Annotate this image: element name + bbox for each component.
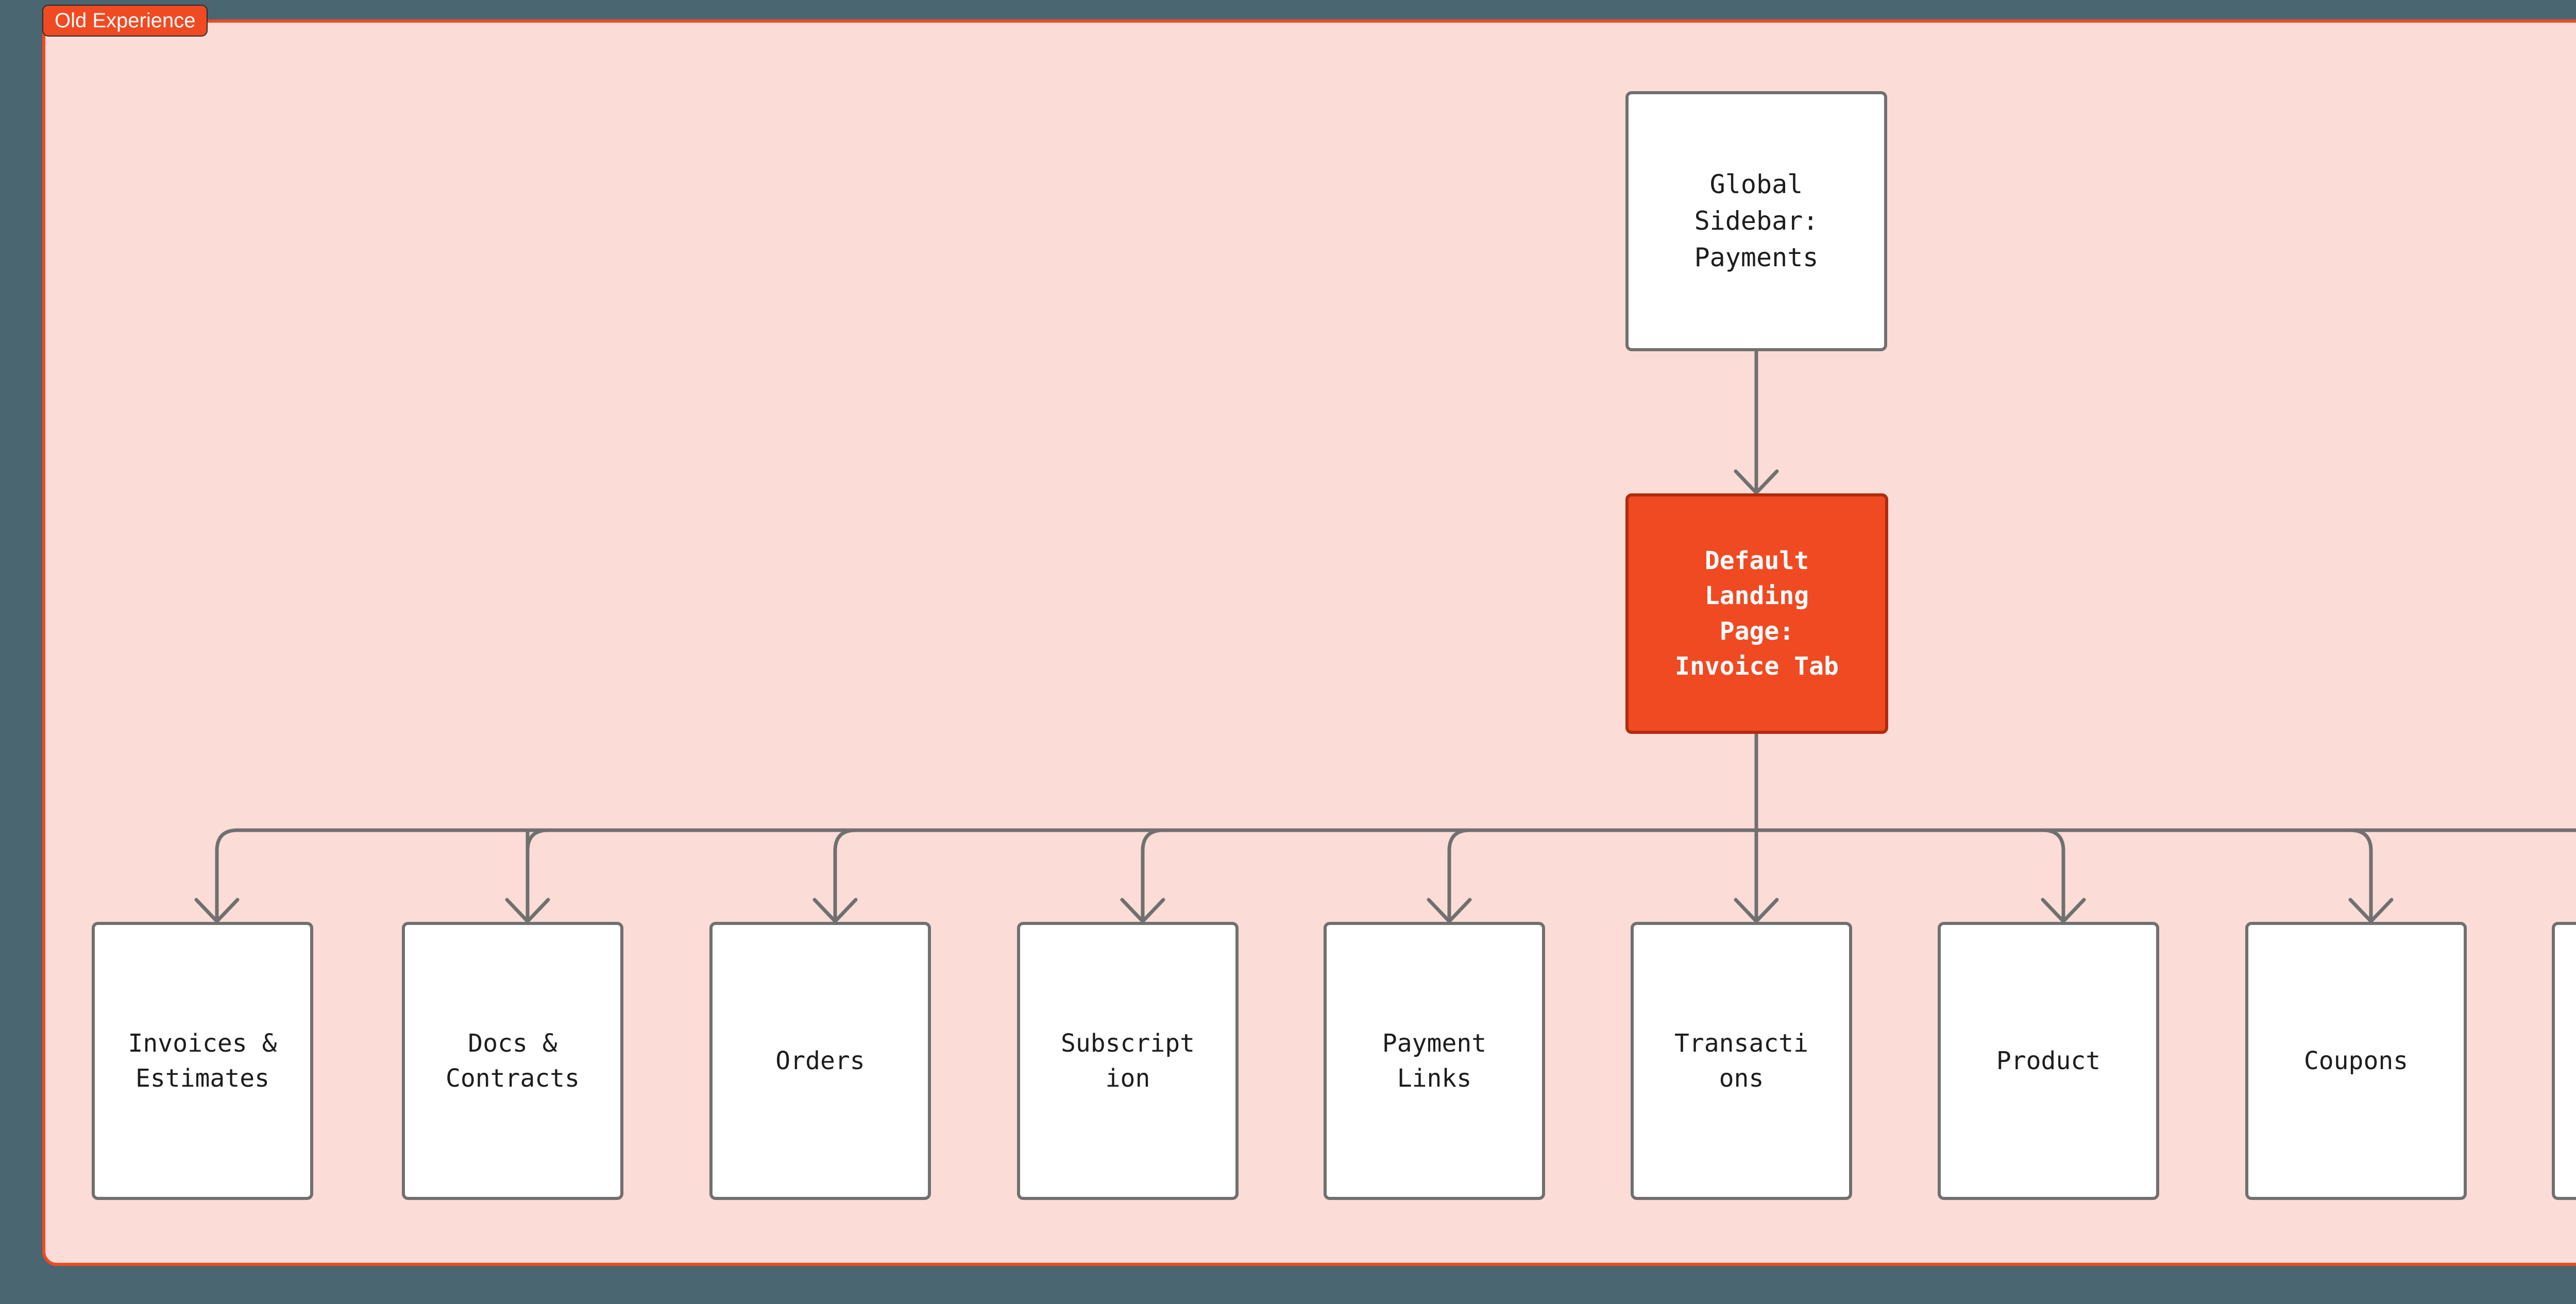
node-global-sidebar-payments[interactable]: Global Sidebar: Payments	[1625, 91, 1887, 351]
node-invoices-estimates[interactable]: Invoices & Estimates	[92, 922, 313, 1200]
node-docs-contracts[interactable]: Docs & Contracts	[402, 922, 623, 1200]
node-default-landing-page-invoice-tab[interactable]: Default Landing Page: Invoice Tab	[1625, 493, 1888, 734]
node-gift-cards[interactable]: Gift Cards	[2552, 922, 2576, 1200]
node-label: Invoices & Estimates	[128, 1028, 277, 1093]
node-label: Coupons	[2303, 1046, 2409, 1075]
node-label: Product	[1996, 1046, 2101, 1075]
node-subscription[interactable]: Subscript ion	[1017, 922, 1239, 1200]
node-transactions[interactable]: Transacti ons	[1631, 922, 1852, 1200]
node-label: Docs & Contracts	[445, 1028, 580, 1093]
old-experience-badge[interactable]: Old Experience	[42, 5, 208, 37]
node-label: Payment Links	[1382, 1028, 1487, 1093]
badge-label: Old Experience	[55, 9, 196, 32]
node-label: Global Sidebar: Payments	[1694, 169, 1819, 272]
node-label: Default Landing Page: Invoice Tab	[1675, 546, 1839, 681]
node-label: Transacti ons	[1674, 1028, 1809, 1093]
node-coupons[interactable]: Coupons	[2245, 922, 2467, 1200]
node-label: Orders	[775, 1046, 865, 1075]
node-label: Subscript ion	[1060, 1028, 1195, 1093]
node-product[interactable]: Product	[1938, 922, 2159, 1200]
node-orders[interactable]: Orders	[709, 922, 931, 1200]
node-payment-links[interactable]: Payment Links	[1324, 922, 1545, 1200]
